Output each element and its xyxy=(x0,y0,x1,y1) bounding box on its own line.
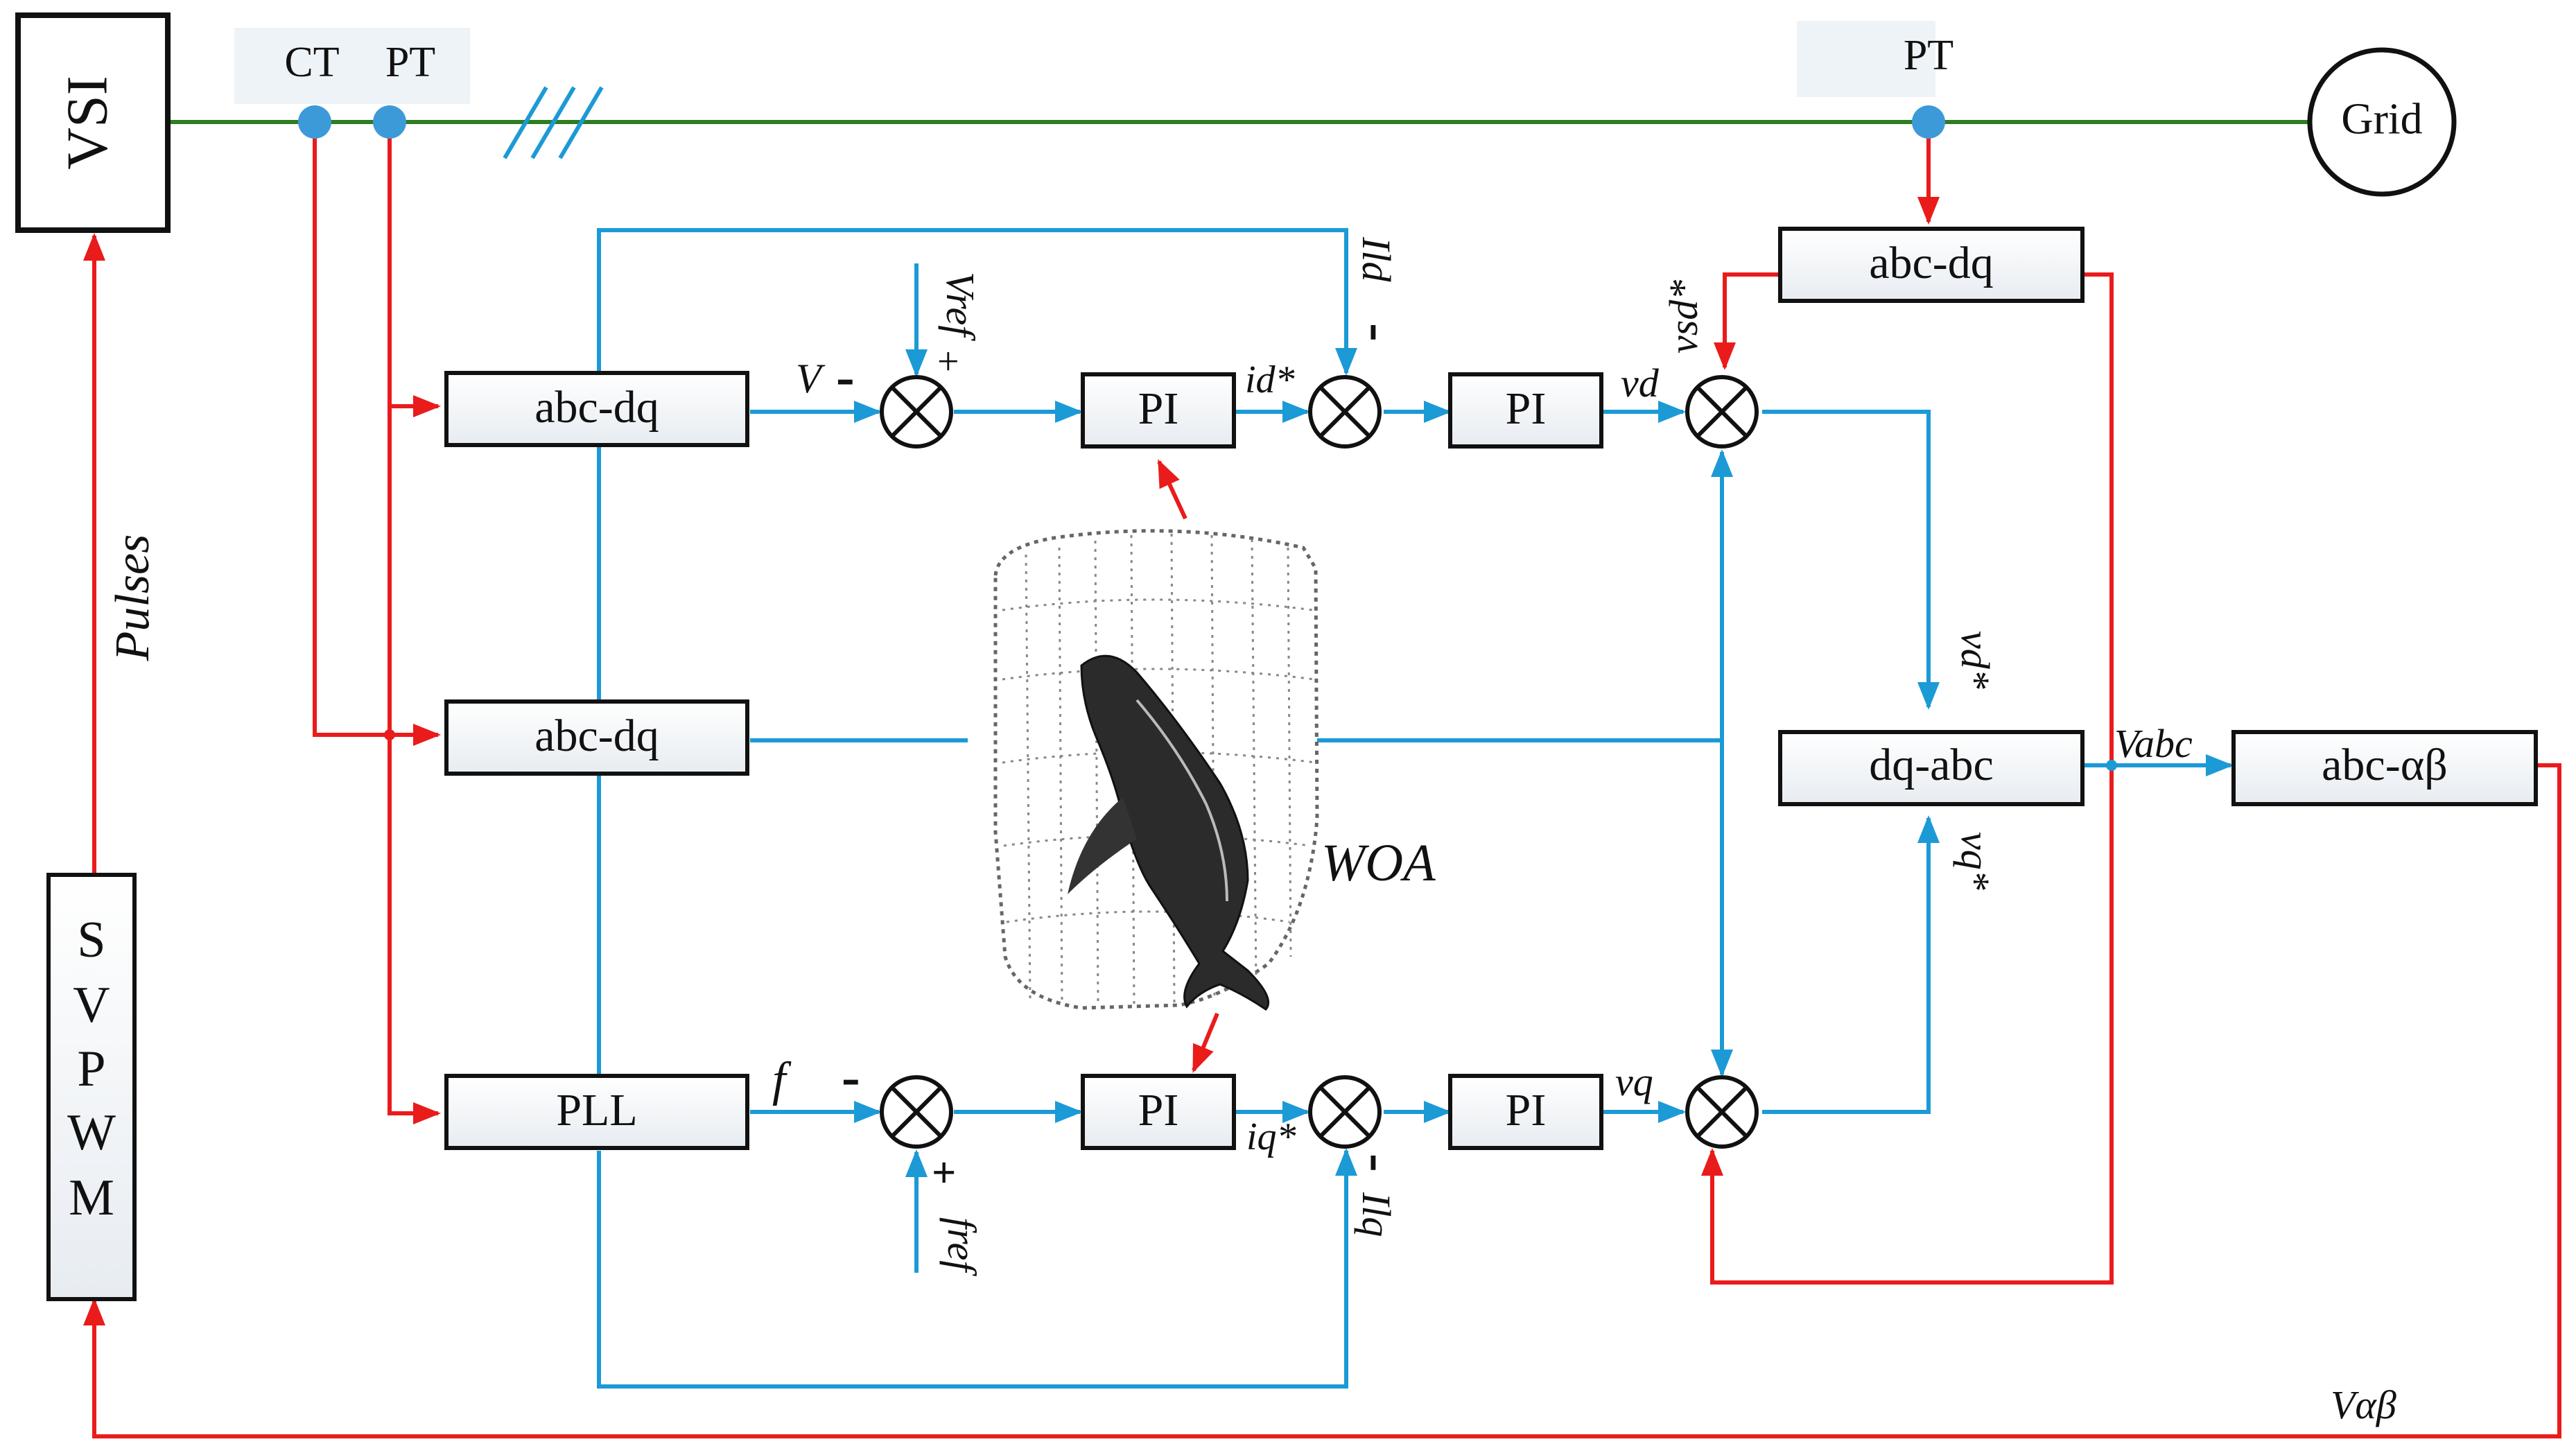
labels: CT PT PT Pulses V - + Vref id* Ild - vd … xyxy=(106,32,2396,1427)
vq-star-label: vq* xyxy=(1953,832,1998,890)
v-minus-sign: - xyxy=(836,347,855,408)
grid-label: Grid xyxy=(2341,94,2422,143)
grid-source: Grid xyxy=(2307,47,2457,197)
svpwm-letter-m: M xyxy=(69,1169,114,1226)
ct-label: CT xyxy=(284,39,339,86)
pi-block-3: PI xyxy=(1081,1074,1236,1150)
summer-6 xyxy=(1685,1075,1759,1149)
pi-4-label: PI xyxy=(1506,1085,1547,1136)
pt-sensor-dot xyxy=(373,105,406,139)
dq-abc-block: dq-abc xyxy=(1778,730,2085,806)
abc-dq-grid-label: abc-dq xyxy=(1869,238,1994,288)
pi-block-2: PI xyxy=(1448,372,1603,449)
svpwm-block: S V P W M xyxy=(46,873,137,1301)
summer-3 xyxy=(1685,375,1759,449)
vref-label: Vref xyxy=(938,272,983,341)
sensor-label-bg-2 xyxy=(1797,21,1935,97)
whale-fin xyxy=(1068,797,1137,894)
pi-1-label: PI xyxy=(1138,383,1179,434)
valphabeta-label: Vαβ xyxy=(2331,1382,2396,1427)
f-minus-sign: - xyxy=(842,1047,860,1108)
pi-block-1: PI xyxy=(1081,372,1236,449)
v-label: V xyxy=(796,356,826,401)
control-wires xyxy=(597,228,2234,1389)
vd-label: vd xyxy=(1621,360,1660,406)
ct-sensor-dot xyxy=(298,105,331,139)
svpwm-letter-v: V xyxy=(73,977,110,1034)
pll-block: PLL xyxy=(444,1074,749,1150)
pi-3-label: PI xyxy=(1138,1085,1179,1136)
abc-dq-top-block: abc-dq xyxy=(444,371,749,447)
abc-dq-grid-block: abc-dq xyxy=(1778,227,2085,303)
svpwm-letter-s: S xyxy=(77,912,105,968)
power-line xyxy=(166,86,2315,159)
svpwm-letter-w: W xyxy=(67,1104,116,1161)
woa-net xyxy=(993,529,1319,1010)
vsd-star-label: vsd* xyxy=(1661,280,1706,354)
abc-dq-mid-block: abc-dq xyxy=(444,699,749,776)
summer-5 xyxy=(1308,1075,1382,1149)
vabc-label: Vabc xyxy=(2114,721,2193,766)
summer-2 xyxy=(1308,375,1382,449)
woa-label: WOA xyxy=(1321,834,1436,892)
id-star-label: id* xyxy=(1245,358,1295,401)
pt-grid-label: PT xyxy=(1904,32,1953,79)
pi-2-label: PI xyxy=(1506,383,1547,434)
vsi-block: VSI xyxy=(15,12,171,233)
ilq-label: Ilq xyxy=(1354,1192,1399,1237)
wire-junction xyxy=(384,729,395,740)
vref-plus-sign: + xyxy=(937,340,959,383)
abc-dq-mid-label: abc-dq xyxy=(534,711,659,761)
iq-star-label: iq* xyxy=(1246,1115,1296,1158)
vq-label: vq xyxy=(1615,1059,1653,1104)
pll-label: PLL xyxy=(556,1085,637,1136)
whale-belly-line xyxy=(1135,699,1228,902)
abc-dq-top-label: abc-dq xyxy=(534,382,659,433)
vd-star-label: vd* xyxy=(1953,631,1998,689)
f-label: f xyxy=(772,1053,792,1106)
measurement-wires xyxy=(83,122,2561,1438)
fref-label: fref xyxy=(939,1217,984,1276)
pi-block-4: PI xyxy=(1448,1074,1603,1150)
fref-plus-sign: + xyxy=(932,1149,956,1197)
abc-alphabeta-label: abc-αβ xyxy=(2322,740,2448,790)
abc-alphabeta-block: abc-αβ xyxy=(2231,730,2538,806)
ild-label: Ild xyxy=(1354,236,1399,282)
summer-1 xyxy=(880,375,953,449)
ilq-minus-sign: - xyxy=(1348,1154,1409,1172)
svpwm-letter-p: P xyxy=(77,1041,105,1097)
sensor-label-bg xyxy=(234,28,470,104)
dq-abc-label: dq-abc xyxy=(1869,740,1994,790)
wire-junction xyxy=(2106,760,2117,771)
summer-4 xyxy=(880,1075,953,1149)
vsi-label: VSI xyxy=(55,76,119,169)
ild-minus-sign: - xyxy=(1348,323,1409,342)
pt-grid-sensor-dot xyxy=(1912,105,1945,139)
woa-whale-illustration xyxy=(993,529,1319,1011)
pt-label: PT xyxy=(385,39,435,86)
pulses-label: Pulses xyxy=(106,534,159,662)
